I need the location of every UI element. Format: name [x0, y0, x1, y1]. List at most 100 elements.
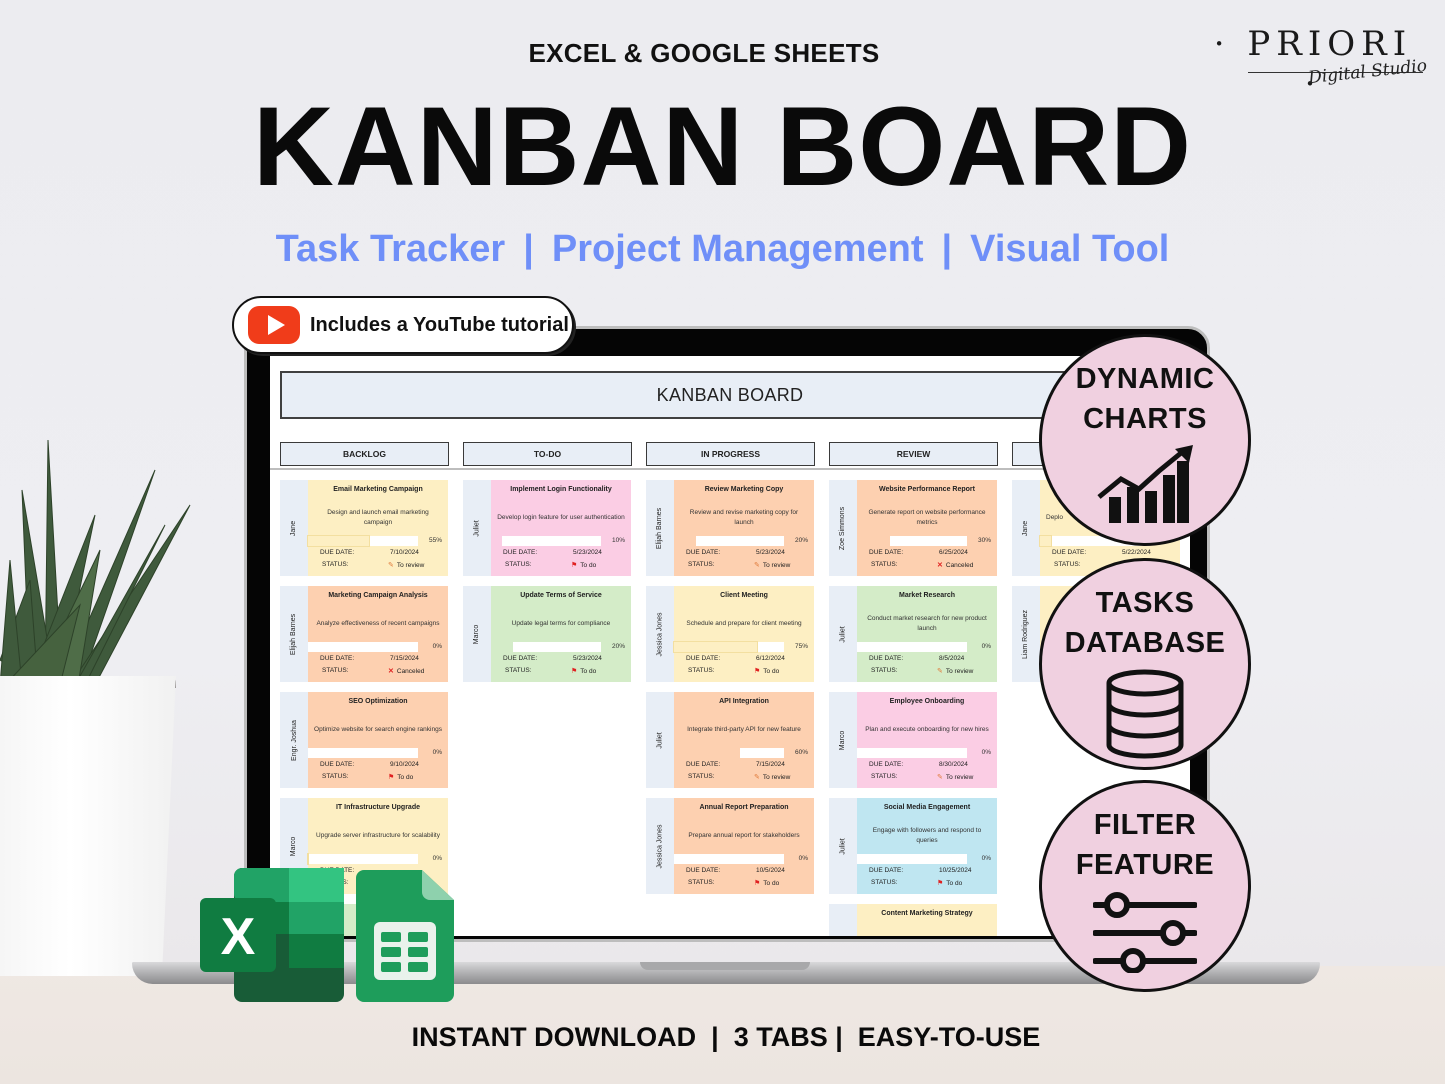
card-description: Analyze effectiveness of recent campaign…: [316, 620, 440, 627]
feature-line2: CHARTS: [1083, 403, 1207, 435]
status-value: ✎To review: [754, 774, 791, 781]
progress-bar: [308, 642, 418, 652]
youtube-tutorial-badge[interactable]: Includes a YouTube tutorial: [232, 296, 574, 354]
feature-line1: DYNAMIC: [1075, 363, 1215, 395]
pencil-icon: ✎: [754, 774, 760, 781]
progress-percent: 55%: [428, 537, 442, 544]
pencil-icon: ✎: [937, 668, 943, 675]
task-card[interactable]: Juliet Market Research Conduct market re…: [829, 586, 997, 682]
status-value: ⚑To do: [754, 880, 780, 887]
x-icon: ✕: [937, 562, 943, 569]
due-date-value: 9/10/2024: [390, 761, 419, 768]
card-owner: Liam Rodriguez: [1012, 586, 1040, 682]
svg-text:X: X: [221, 908, 256, 966]
task-card[interactable]: Elijah Barnes Marketing Campaign Analysi…: [280, 586, 448, 682]
progress-percent: 0%: [432, 749, 442, 756]
card-description: Generate report on website performance m…: [868, 509, 986, 526]
status-value: ⚑To do: [388, 774, 414, 781]
task-card[interactable]: Juliet API Integration Integrate third-p…: [646, 692, 814, 788]
subtitle-part-task-tracker: Task Tracker: [275, 228, 506, 270]
card-title: IT Infrastructure Upgrade: [335, 804, 420, 811]
due-date-value: 6/12/2024: [756, 655, 785, 662]
due-date-label: DUE DATE:: [686, 867, 721, 874]
task-card[interactable]: Jane Email Marketing Campaign Design and…: [280, 480, 448, 576]
card-title: Annual Report Preparation: [699, 804, 789, 811]
task-card[interactable]: Zoe Simmons Website Performance Report G…: [829, 480, 997, 576]
progress-bar: [857, 642, 967, 652]
status-label: STATUS:: [688, 667, 715, 674]
status-label: STATUS:: [688, 773, 715, 780]
laptop-screen: KANBAN BOARD BACKLOG TO-DO IN PROGRESS R…: [270, 356, 1190, 936]
task-card[interactable]: Juliet Implement Login Functionality Dev…: [463, 480, 631, 576]
progress-bar: [857, 748, 967, 758]
subtitle-separator: |: [523, 228, 534, 270]
due-date-label: DUE DATE:: [1052, 549, 1087, 556]
task-card[interactable]: Marco Employee Onboarding Plan and execu…: [829, 692, 997, 788]
progress-bar: [857, 536, 967, 546]
status-value: ✎To review: [754, 562, 791, 569]
card-description: Deplo: [1046, 514, 1063, 521]
task-card[interactable]: Engr. Joshua SEO Optimization Optimize w…: [280, 692, 448, 788]
due-date-value: 5/23/2024: [573, 655, 602, 662]
due-date-label: DUE DATE:: [686, 549, 721, 556]
card-owner: Juliet: [829, 586, 857, 682]
status-label: STATUS:: [871, 667, 898, 674]
card-owner: Marco: [463, 586, 491, 682]
footer-features: INSTANT DOWNLOAD | 3 TABS | EASY-TO-USE: [411, 1022, 1041, 1052]
status-label: STATUS:: [505, 561, 532, 568]
flag-icon: ⚑: [754, 668, 761, 675]
progress-bar: [1039, 535, 1150, 547]
status-label: STATUS:: [871, 773, 898, 780]
card-owner: Juliet: [829, 798, 857, 894]
card-title: API Integration: [719, 698, 769, 705]
card-owner: Engr. Joshua: [280, 692, 308, 788]
column-header-backlog[interactable]: BACKLOG: [280, 442, 449, 466]
status-label: STATUS:: [322, 773, 349, 780]
column-header-review[interactable]: REVIEW: [829, 442, 998, 466]
task-card[interactable]: Marco Update Terms of Service Update leg…: [463, 586, 631, 682]
card-title: Social Media Engagement: [883, 804, 971, 811]
card-description: Develop login feature for user authentic…: [497, 514, 625, 521]
due-date-label: DUE DATE:: [320, 549, 355, 556]
due-date-value: 8/30/2024: [939, 761, 968, 768]
due-date-label: DUE DATE:: [503, 549, 538, 556]
card-title: Client Meeting: [720, 592, 768, 599]
card-description: Plan and execute onboarding for new hire…: [865, 726, 989, 733]
flag-icon: ⚑: [754, 880, 761, 887]
due-date-label: DUE DATE:: [869, 549, 904, 556]
status-label: STATUS:: [505, 667, 532, 674]
progress-bar: [307, 535, 418, 547]
brand-underline: [1248, 72, 1423, 73]
progress-percent: 0%: [981, 643, 991, 650]
card-owner: Jessica Jones: [646, 586, 674, 682]
status-value: ✕Canceled: [388, 668, 425, 675]
card-title: Update Terms of Service: [520, 592, 602, 599]
feature-line2: FEATURE: [1075, 849, 1215, 881]
feature-badge-tasks-database: TASKS DATABASE: [1039, 558, 1251, 770]
subtitle-part-visual-tool: Visual Tool: [970, 228, 1170, 270]
platform-kicker: EXCEL & GOOGLE SHEETS: [528, 38, 880, 68]
pencil-icon: ✎: [937, 774, 943, 781]
progress-percent: 0%: [798, 855, 808, 862]
card-owner: Jane: [280, 480, 308, 576]
card-owner: Elijah Barnes: [280, 586, 308, 682]
progress-bar: [674, 536, 784, 546]
card-title: Employee Onboarding: [889, 698, 965, 705]
status-value: ✕Canceled: [937, 562, 974, 569]
due-date-value: 5/22/2024: [1122, 549, 1151, 556]
column-header-todo[interactable]: TO-DO: [463, 442, 632, 466]
feature-line1: TASKS: [1095, 587, 1195, 619]
progress-percent: 10%: [611, 537, 625, 544]
task-card[interactable]: Jessica Jones Client Meeting Schedule an…: [646, 586, 814, 682]
flag-icon: ⚑: [388, 774, 395, 781]
task-card[interactable]: Content Marketing Strategy: [829, 904, 997, 936]
due-date-label: DUE DATE:: [320, 761, 355, 768]
feature-line2: DATABASE: [1064, 627, 1226, 659]
due-date-value: 7/10/2024: [390, 549, 419, 556]
task-card[interactable]: Juliet Social Media Engagement Engage wi…: [829, 798, 997, 894]
status-label: STATUS:: [322, 561, 349, 568]
task-card[interactable]: Elijah Barnes Review Marketing Copy Revi…: [646, 480, 814, 576]
status-label: STATUS:: [688, 561, 715, 568]
column-header-in-progress[interactable]: IN PROGRESS: [646, 442, 815, 466]
task-card[interactable]: Jessica Jones Annual Report Preparation …: [646, 798, 814, 894]
